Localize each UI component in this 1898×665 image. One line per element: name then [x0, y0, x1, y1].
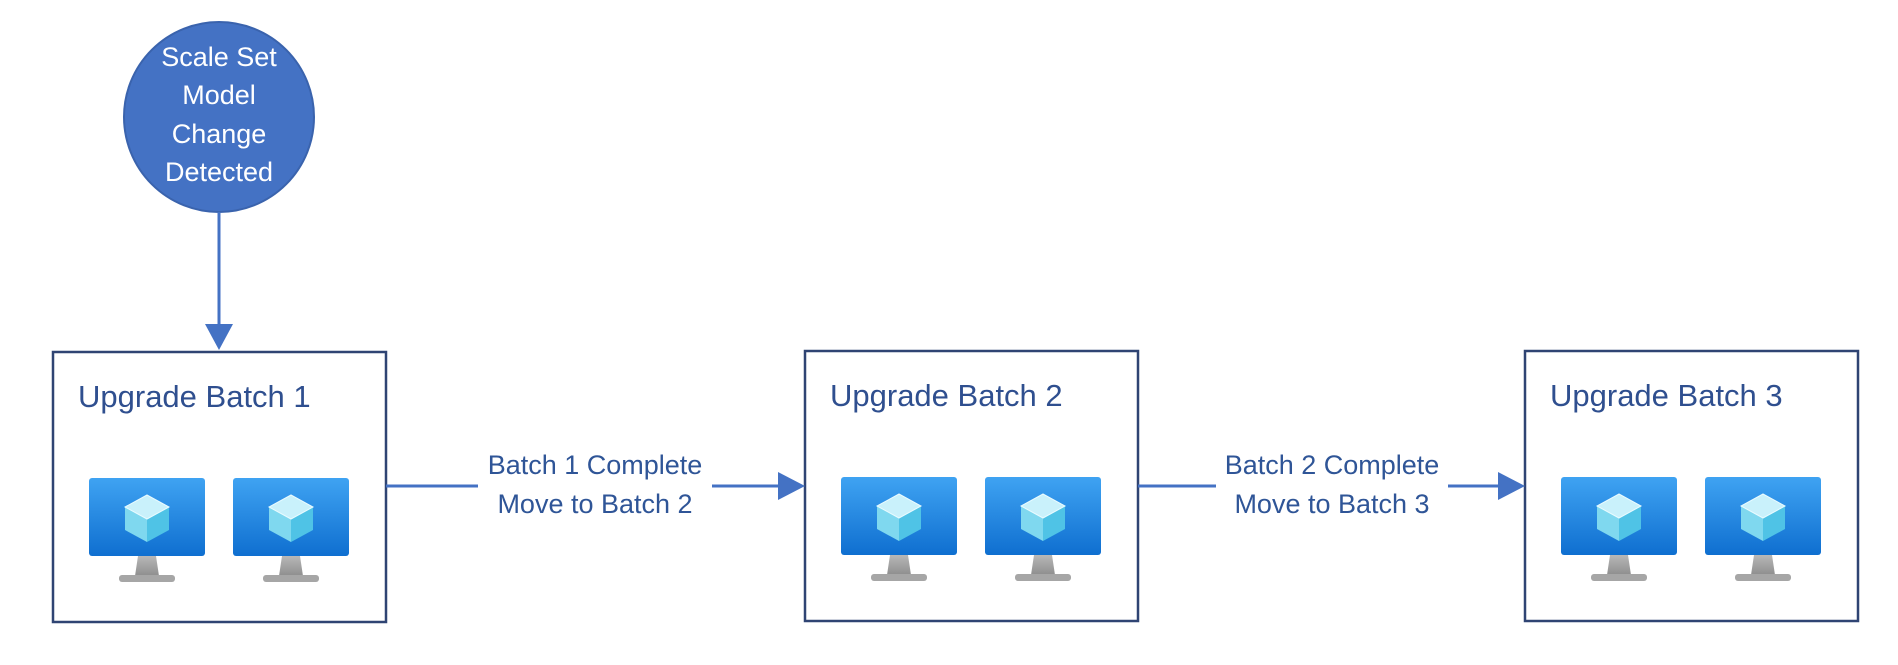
- arrow-start-to-batch-1: [205, 212, 233, 350]
- arrow-batch-2-to-batch-3: Batch 2 Complete Move to Batch 3: [1138, 450, 1525, 519]
- batch-2-title: Upgrade Batch 2: [830, 378, 1063, 413]
- upgrade-batch-3: Upgrade Batch 3: [1523, 349, 1860, 623]
- start-node-line-2: Model: [182, 80, 256, 110]
- arrow-batch-1-to-batch-2: Batch 1 Complete Move to Batch 2: [386, 450, 805, 519]
- batch-3-title: Upgrade Batch 3: [1550, 378, 1783, 413]
- transition-1-line-2: Move to Batch 2: [497, 489, 692, 519]
- start-node-line-1: Scale Set: [161, 42, 277, 72]
- transition-2-line-2: Move to Batch 3: [1234, 489, 1429, 519]
- transition-1-line-1: Batch 1 Complete: [488, 450, 703, 480]
- transition-2-line-1: Batch 2 Complete: [1225, 450, 1440, 480]
- start-node-line-4: Detected: [165, 157, 273, 187]
- upgrade-batch-1: Upgrade Batch 1: [51, 350, 388, 624]
- start-node: Scale Set Model Change Detected: [123, 21, 315, 213]
- upgrade-batch-2: Upgrade Batch 2: [803, 349, 1140, 623]
- start-node-line-3: Change: [172, 119, 267, 149]
- batch-1-title: Upgrade Batch 1: [78, 379, 311, 414]
